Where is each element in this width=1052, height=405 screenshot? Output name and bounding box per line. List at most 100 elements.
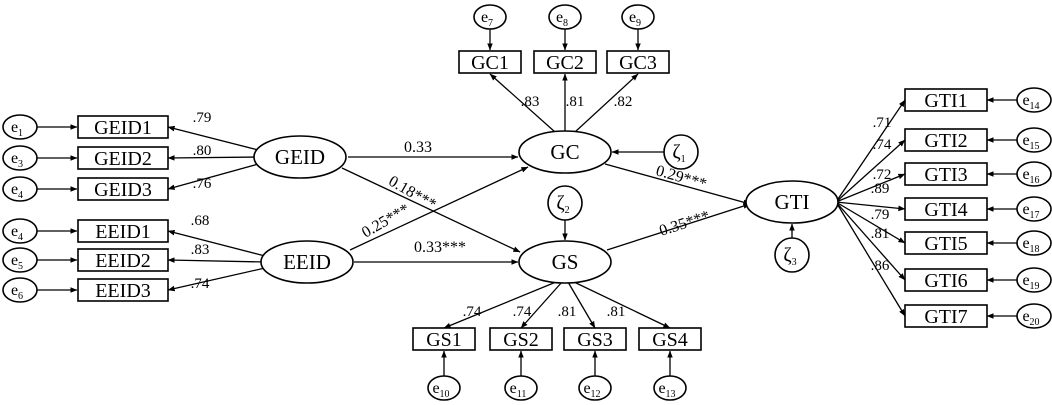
- loading-label-gti3: .72: [873, 167, 892, 183]
- disturbance-gs-label: ζ2: [556, 192, 569, 216]
- error-gti1-circle: [1016, 87, 1052, 113]
- error-eeid2-label: e5: [11, 252, 23, 272]
- indicator-eeid1-label: EEID1: [95, 221, 151, 243]
- error-gs4-letter: e: [658, 380, 665, 397]
- indicator-gs2-box: [489, 327, 553, 351]
- disturbance-gti-label: ζ3: [783, 244, 796, 268]
- loading-eeid-3: [167, 267, 266, 292]
- error-gti2-index: 15: [1030, 141, 1040, 152]
- error-eeid1-circle: [2, 218, 38, 244]
- nodes-layer: [2, 4, 1052, 401]
- loading-label-gs4: .81: [607, 304, 626, 320]
- error-gs4-circle: [653, 375, 687, 401]
- error-eeid2-letter: e: [11, 252, 18, 269]
- error-gti3-circle: [1016, 161, 1052, 187]
- error-gc1-label: e7: [481, 9, 493, 29]
- disturbance-gc-symbol: ζ: [672, 141, 680, 163]
- error-eeid2-circle: [2, 247, 38, 273]
- loading-gc-3: [574, 73, 639, 133]
- indicator-eeid1-box: [77, 219, 169, 243]
- loading-label-gti7: .86: [871, 258, 890, 274]
- loading-label-gc1: .83: [521, 94, 540, 110]
- indicator-gti7-box: [904, 304, 988, 328]
- indicator-gti5-box: [904, 231, 988, 255]
- error-geid2-index: 3: [18, 159, 23, 170]
- indicator-gc3-label: GC3: [619, 52, 657, 74]
- error-gc3-circle: [621, 4, 655, 30]
- error-gti1-label: e14: [1022, 92, 1039, 112]
- loading-gc-1: [489, 73, 556, 133]
- error-eeid1-letter: e: [11, 223, 18, 240]
- error-gc2-circle: [548, 4, 582, 30]
- error-gti7-label: e20: [1022, 308, 1039, 328]
- disturbance-gs-circle: [547, 185, 583, 221]
- latent-eeid-ellipse: [260, 240, 354, 284]
- error-eeid1-index: 4: [18, 232, 23, 243]
- error-geid1-label: e1: [11, 119, 23, 139]
- indicator-gti4-label: GTI4: [924, 199, 967, 221]
- indicator-gs1-label: GS1: [426, 329, 462, 351]
- path-label-geid-gc: 0.33: [404, 139, 432, 156]
- error-gti3-label: e16: [1022, 166, 1039, 186]
- indicator-geid2-label: GEID2: [94, 148, 152, 170]
- indicator-gc2-label: GC2: [546, 52, 584, 74]
- error-eeid3-label: e6: [11, 282, 23, 302]
- error-gs3-circle: [578, 375, 612, 401]
- error-eeid2-index: 5: [18, 261, 23, 272]
- indicator-eeid2-box: [77, 248, 169, 272]
- indicator-gc3-box: [606, 50, 670, 74]
- loading-gti-7: [835, 201, 906, 317]
- loading-label-gti2: .74: [873, 137, 892, 153]
- error-geid2-circle: [2, 145, 38, 171]
- path-gc-gti: [604, 163, 751, 205]
- latent-eeid-label: EEID: [283, 250, 331, 274]
- loading-label-eeid2: .83: [191, 242, 210, 258]
- error-gti1-letter: e: [1022, 92, 1029, 109]
- disturbance-gti-symbol: ζ: [783, 244, 791, 266]
- error-gs2-index: 11: [517, 389, 527, 400]
- error-gs1-index: 10: [440, 389, 450, 400]
- loading-label-gti1: .71: [873, 115, 892, 131]
- indicator-gti2-box: [904, 128, 988, 152]
- indicator-gti1-box: [904, 88, 988, 112]
- loading-label-gs2: .74: [513, 304, 532, 320]
- error-gc3-index: 9: [636, 18, 641, 29]
- error-gs2-label: e11: [510, 380, 527, 400]
- error-gs4-label: e13: [658, 380, 675, 400]
- error-eeid3-index: 6: [18, 291, 23, 302]
- loading-label-geid1: .79: [193, 110, 212, 126]
- indicator-geid3-label: GEID3: [94, 179, 152, 201]
- error-gti4-circle: [1016, 196, 1052, 222]
- indicator-gs1-box: [412, 327, 476, 351]
- loading-label-eeid3: .74: [191, 276, 210, 292]
- indicator-gti6-label: GTI6: [924, 270, 967, 292]
- error-geid2-label: e3: [11, 150, 23, 170]
- error-gti2-letter: e: [1022, 132, 1029, 149]
- loading-label-gti4: .89: [871, 181, 890, 197]
- indicator-eeid3-box: [77, 278, 169, 302]
- disturbance-gs-index: 2: [565, 205, 570, 216]
- loading-label-gti6: .81: [871, 226, 890, 242]
- indicator-geid3-box: [77, 177, 169, 201]
- indicator-geid2-box: [77, 146, 169, 170]
- loading-geid-1: [167, 125, 263, 152]
- indicator-gc2-box: [533, 50, 597, 74]
- indicator-gti2-label: GTI2: [924, 130, 967, 152]
- path-label-eeid-gc: 0.25***: [359, 201, 413, 242]
- error-gs3-label: e12: [583, 380, 600, 400]
- error-eeid3-letter: e: [11, 282, 18, 299]
- error-gti2-label: e15: [1022, 132, 1039, 152]
- error-geid1-index: 1: [18, 128, 23, 139]
- error-geid3-letter: e: [11, 181, 18, 198]
- disturbance-gs-symbol: ζ: [556, 192, 564, 214]
- loading-gti-6: [835, 201, 906, 281]
- latent-geid-ellipse: [253, 135, 347, 179]
- loading-gs-1: [443, 281, 557, 329]
- loading-eeid-2: [167, 257, 266, 263]
- error-gti3-letter: e: [1022, 166, 1029, 183]
- disturbance-gti-circle: [774, 237, 810, 273]
- error-gti7-circle: [1016, 303, 1052, 329]
- error-geid3-index: 4: [18, 190, 23, 201]
- loading-gti-2: [835, 139, 906, 203]
